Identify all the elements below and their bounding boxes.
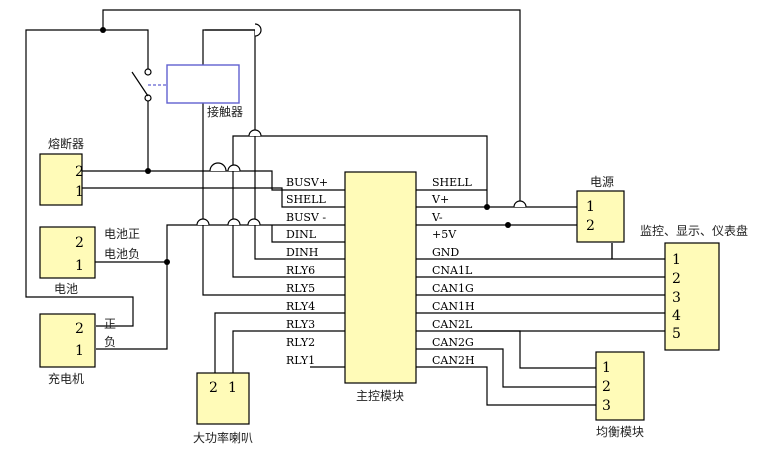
- power-pin-1: 1: [586, 199, 595, 215]
- pin-shell-right: SHELL: [432, 176, 472, 189]
- battery-negative-label: 电池负: [104, 247, 140, 261]
- battery-pin-1: 1: [75, 258, 84, 274]
- wire-rly3: [232, 330, 345, 373]
- wire-charger-minus: [96, 262, 168, 350]
- pin-dinh: DINH: [286, 246, 318, 259]
- pin-can1h: CAN1H: [432, 300, 475, 313]
- pin-can2h: CAN2H: [432, 354, 475, 367]
- pin-rly3: RLY3: [286, 318, 315, 331]
- wire-switch-top: [102, 9, 521, 207]
- fuse-pin-1: 1: [75, 184, 84, 200]
- main-right-pins: SHELL V+ V- +5V GND CNA1L CAN1G CAN1H CA…: [431, 176, 475, 367]
- contactor-coil: [166, 64, 240, 104]
- pin-rly2: RLY2: [286, 336, 315, 349]
- contactor-label: 接触器: [207, 104, 243, 119]
- wire-rly5: [202, 29, 345, 296]
- junctions: [100, 27, 511, 265]
- power-pin-2: 2: [586, 218, 595, 234]
- charger-negative-label: 负: [104, 335, 116, 349]
- wire-fuse-pin1: [82, 187, 345, 208]
- pin-rly4: RLY4: [286, 300, 315, 313]
- speaker-pin-2: 2: [209, 380, 218, 396]
- pin-can1g: CAN1G: [432, 282, 474, 295]
- display-pin-1: 1: [672, 252, 681, 268]
- pin-shell-left: SHELL: [286, 193, 326, 206]
- balancer-label: 均衡模块: [596, 425, 644, 439]
- speaker-pin-1: 1: [228, 380, 237, 396]
- charger-label: 充电机: [48, 371, 84, 386]
- battery-label: 电池: [54, 282, 78, 296]
- display-pin-2: 2: [672, 271, 681, 287]
- main-controller: BUSV+ SHELL BUSV - DINL DINH RLY6 RLY5 R…: [286, 171, 475, 403]
- balancer: 1 2 3 均衡模块: [595, 351, 645, 439]
- display-label: 监控、显示、仪表盘: [640, 223, 748, 238]
- pin-dinl: DINL: [286, 228, 317, 241]
- balancer-pin-2: 2: [602, 379, 611, 395]
- pin-can2g: CAN2G: [432, 336, 474, 349]
- charger-positive-label: 正: [104, 317, 116, 331]
- balancer-pin-3: 3: [602, 398, 611, 414]
- display-pin-4: 4: [672, 308, 681, 324]
- pin-can2l: CAN2L: [432, 318, 473, 331]
- power-supply-label: 电源: [590, 175, 614, 189]
- main-left-pins: BUSV+ SHELL BUSV - DINL DINH RLY6 RLY5 R…: [286, 176, 328, 367]
- battery-pin-2: 2: [75, 235, 84, 251]
- charger-pin-1: 1: [75, 343, 84, 359]
- charger-pin-2: 2: [75, 321, 84, 337]
- fuse-pin-2: 2: [75, 164, 84, 180]
- contactor-switch: [131, 64, 240, 104]
- fuse-label: 熔断器: [48, 136, 84, 151]
- wire-can2g: [416, 348, 596, 388]
- pin-busv-minus: BUSV -: [286, 211, 326, 224]
- wire-gnd: [416, 243, 665, 260]
- speaker: 2 1 大功率喇叭: [193, 372, 253, 445]
- charger: 2 1 正 负 充电机: [39, 313, 116, 386]
- pin-busv-plus: BUSV+: [286, 176, 328, 189]
- battery: 2 1 电池正 电池负 电池: [39, 226, 140, 296]
- wire-can2h: [416, 366, 596, 406]
- pin-rly6: RLY6: [286, 264, 315, 277]
- balancer-pin-1: 1: [602, 360, 611, 376]
- main-controller-label: 主控模块: [356, 389, 404, 403]
- power-supply: 1 2 电源: [576, 175, 625, 243]
- wire-charger-plus: [25, 29, 134, 327]
- wire-rly6: [232, 135, 488, 278]
- wires: [25, 9, 665, 406]
- fuse: 2 1 熔断器: [39, 136, 84, 206]
- wire-crossings: [196, 23, 527, 226]
- pin-vminus: V-: [431, 211, 443, 224]
- pin-rly5: RLY5: [286, 282, 315, 295]
- pin-vplus: V+: [431, 193, 449, 206]
- display-pin-5: 5: [672, 326, 681, 342]
- wire-dinl: [271, 225, 345, 243]
- display-pin-3: 3: [672, 290, 681, 306]
- pin-gnd: GND: [432, 246, 459, 259]
- display: 1 2 3 4 5 监控、显示、仪表盘: [640, 223, 748, 351]
- wire-rly4: [214, 312, 345, 373]
- battery-positive-label: 电池正: [104, 227, 140, 241]
- pin-rly1: RLY1: [286, 354, 315, 367]
- pin-5v: +5V: [432, 228, 457, 241]
- wire-busv-plus: [82, 170, 345, 191]
- pin-cna1l: CNA1L: [432, 264, 473, 277]
- speaker-label: 大功率喇叭: [193, 430, 253, 445]
- wire-can2l: [470, 330, 596, 369]
